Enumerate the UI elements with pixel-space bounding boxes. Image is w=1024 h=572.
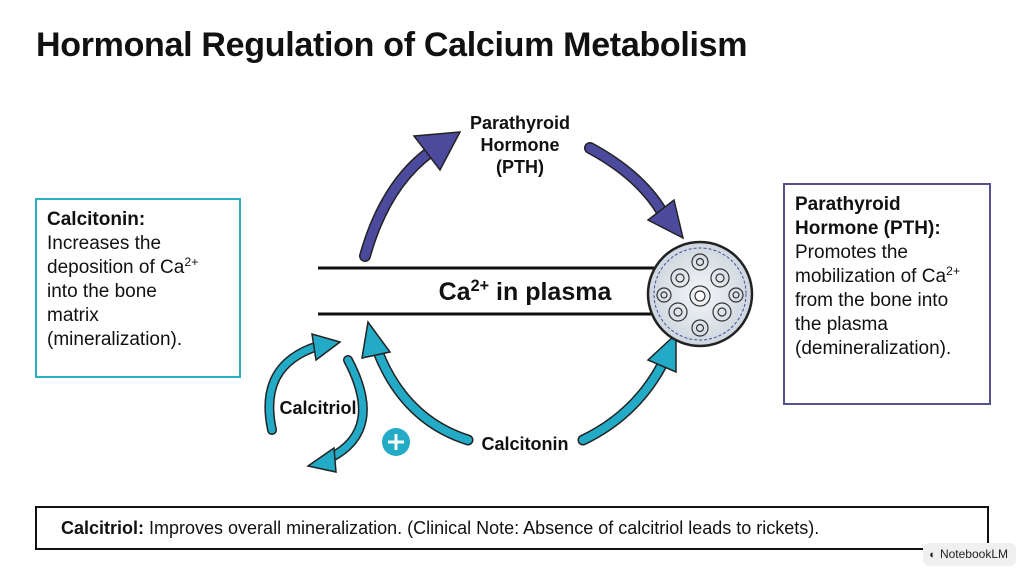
pth-box-line-2-text: mobilization of Ca [795, 266, 947, 287]
page-title: Hormonal Regulation of Calcium Metabolis… [36, 26, 748, 64]
notebooklm-logo-icon: ◐ [929, 549, 936, 561]
plus-icon [382, 428, 410, 456]
calcitriol-note-text: Improves overall mineralization. (Clinic… [144, 518, 820, 538]
pth-box-superscript: 2+ [946, 264, 961, 279]
pth-label-line-2: Hormone [480, 135, 560, 155]
pth-box-line-2: mobilization of Ca2+ [795, 265, 979, 289]
calcitonin-box-line-4: matrix [47, 305, 99, 326]
calcitriol-cycle-arrow-top [264, 332, 342, 435]
pth-box-line-5: (demineralization). [795, 338, 952, 359]
plasma-label-text: in plasma [489, 278, 612, 306]
pth-label-line-1: Parathyroid [469, 113, 571, 133]
pth-arrow-down [584, 142, 685, 240]
calcitonin-box-line-2: deposition of Ca2+ [47, 256, 229, 280]
calcitonin-info-box: Calcitonin: Increases the deposition of … [35, 198, 241, 378]
plasma-label-ca: Ca [438, 278, 471, 306]
pth-label-line-3: (PTH) [496, 157, 544, 177]
calcitriol-cycle-arrow-right [306, 355, 368, 473]
pth-arrow-up [359, 131, 462, 262]
calcitonin-box-superscript: 2+ [184, 255, 199, 270]
pth-box-line-3: from the bone into [795, 290, 949, 311]
calcitriol-label: Calcitriol [279, 398, 357, 418]
calcitriol-note-box: Calcitriol: Improves overall mineralizat… [35, 506, 989, 550]
pth-box-heading-2: Hormone (PTH): [795, 218, 941, 239]
calcitonin-box-line-5: (mineralization). [47, 329, 183, 350]
pth-label: Parathyroid Hormone (PTH) [450, 112, 590, 178]
calcitonin-box-line-3: into the bone [47, 281, 157, 302]
calcitonin-box-line-1: Increases the [47, 233, 162, 254]
notebooklm-badge-label: NotebookLM [939, 547, 1008, 561]
pth-box-heading-1: Parathyroid [795, 194, 901, 215]
calcitonin-box-line-2-text: deposition of Ca [47, 257, 185, 278]
pth-box-line-1: Promotes the [795, 242, 908, 263]
plasma-label-superscript: 2+ [470, 277, 490, 296]
calcitonin-to-plasma-arrow [361, 320, 474, 446]
notebooklm-badge: ◐NotebookLM [923, 543, 1016, 566]
calcitonin-label: Calcitonin [481, 434, 569, 454]
pth-box-line-4: the plasma [795, 314, 888, 335]
pth-info-box: Parathyroid Hormone (PTH): Promotes the … [783, 183, 991, 405]
calcitonin-box-heading: Calcitonin: [47, 209, 146, 230]
calcitriol-note-heading: Calcitriol: [61, 518, 145, 538]
bone-cross-section-icon [646, 240, 754, 348]
plasma-label: Ca2+ in plasma [410, 276, 640, 308]
calcitonin-to-bone-arrow [577, 332, 677, 446]
